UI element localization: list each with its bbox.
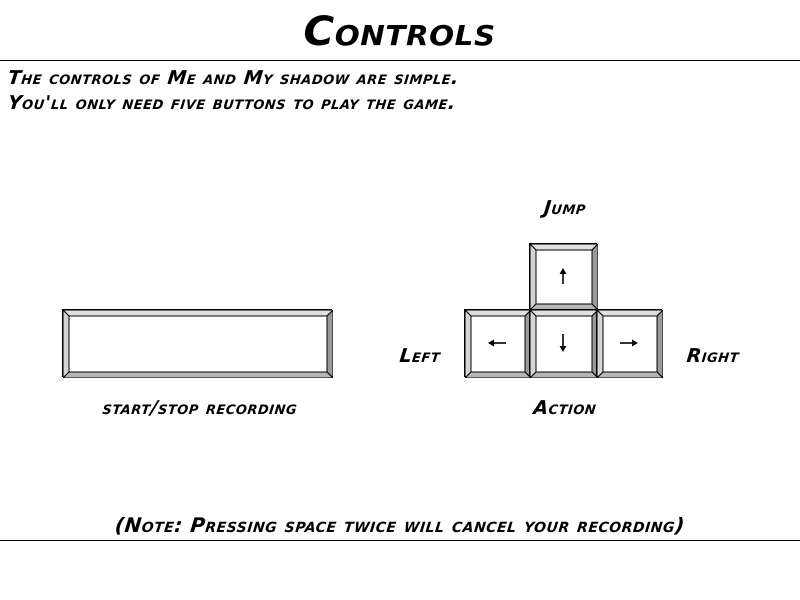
left-label: Left xyxy=(398,345,442,367)
key-bevel xyxy=(597,310,663,378)
key-bevel xyxy=(465,310,531,378)
right-arrow-key xyxy=(596,309,663,378)
arrow-left-icon xyxy=(488,339,506,347)
arrow-up-icon xyxy=(559,268,567,284)
title-divider xyxy=(0,60,800,61)
right-label: Right xyxy=(685,345,741,367)
key-bevel xyxy=(63,310,333,378)
spacebar-key xyxy=(62,309,333,378)
left-arrow-key xyxy=(464,309,531,378)
intro-line-2: You'll only need five buttons to play th… xyxy=(6,92,457,114)
page-title: Controls xyxy=(303,9,497,55)
recording-note: (Note: Pressing space twice will cancel … xyxy=(113,513,687,537)
spacebar-label: start/stop recording xyxy=(101,397,299,419)
key-bevel xyxy=(530,244,598,310)
down-arrow-key xyxy=(529,309,598,378)
arrow-right-icon xyxy=(620,339,638,347)
bottom-divider xyxy=(0,540,800,541)
up-arrow-key xyxy=(529,243,598,310)
intro-line-1: The controls of Me and My shadow are sim… xyxy=(6,67,461,89)
action-label: Action xyxy=(532,397,598,419)
arrow-down-icon xyxy=(559,334,567,352)
key-bevel xyxy=(530,310,598,378)
jump-label: Jump xyxy=(542,197,588,219)
intro-text: The controls of Me and My shadow are sim… xyxy=(6,66,788,116)
